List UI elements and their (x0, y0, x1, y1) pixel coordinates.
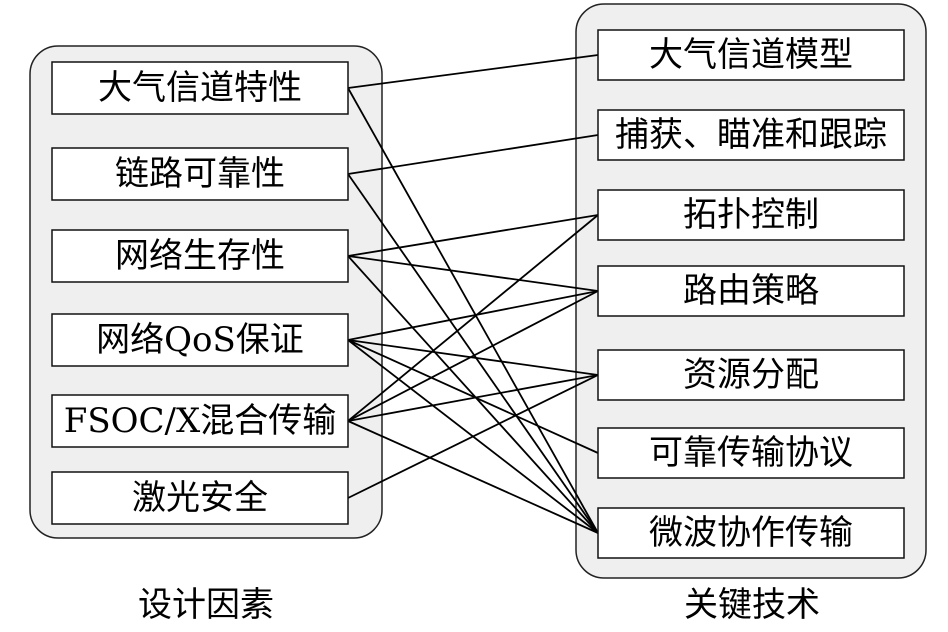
key-technology-node-label: 资源分配 (683, 355, 819, 395)
key-technology-node: 微波协作传输 (597, 507, 905, 559)
key-technology-node-label: 拓扑控制 (683, 195, 819, 235)
key-technology-node-box (597, 265, 905, 317)
connector-line (347, 134, 599, 175)
design-factor-node-box (51, 394, 349, 448)
key-technology-node-label: 微波协作传输 (649, 513, 853, 553)
design-factor-node-label: FSOC/X混合传输 (64, 401, 336, 441)
connector-line (347, 290, 599, 341)
key-technology-node-box (597, 349, 905, 401)
key-technology-node-box (597, 427, 905, 479)
design-factor-node: FSOC/X混合传输 (51, 394, 349, 448)
key-technology-node: 捕获、瞄准和跟踪 (597, 109, 905, 161)
key-technology-node: 大气信道模型 (597, 29, 905, 81)
connector-line (347, 339, 599, 376)
key-technology-node-label: 大气信道模型 (649, 35, 853, 75)
design-factor-node: 链路可靠性 (51, 147, 349, 201)
key-technology-node-box (597, 507, 905, 559)
key-technology-node: 资源分配 (597, 349, 905, 401)
connector-line (347, 290, 599, 422)
connector-line (347, 255, 599, 534)
design-factor-node-label: 链路可靠性 (115, 154, 285, 194)
connector-line (347, 374, 599, 422)
key-technology-node: 拓扑控制 (597, 189, 905, 241)
connector-line (347, 339, 599, 454)
design-factor-node-label: 大气信道特性 (98, 68, 302, 108)
design-factor-node-box (51, 313, 349, 367)
design-factor-node: 网络QoS保证 (51, 313, 349, 367)
key-technologies-caption: 关键技术 (684, 585, 820, 625)
design-factor-node: 大气信道特性 (51, 61, 349, 115)
design-factors-group (29, 45, 383, 539)
design-factor-node: 激光安全 (51, 471, 349, 525)
connector-line (347, 214, 599, 422)
key-technology-node-label: 路由策略 (683, 271, 819, 311)
design-factor-node-box (51, 147, 349, 201)
connector-line (347, 374, 599, 499)
connector-line (347, 54, 599, 89)
key-technology-node-box (597, 109, 905, 161)
connector-line (347, 214, 599, 257)
connector-line (347, 87, 599, 534)
design-factor-node-label: 激光安全 (132, 478, 268, 518)
connector-line (347, 420, 599, 534)
links (347, 54, 599, 534)
design-factor-node-label: 网络QoS保证 (96, 320, 304, 360)
key-technology-node-label: 可靠传输协议 (649, 433, 853, 473)
design-factor-node-box (51, 61, 349, 115)
key-technology-node-box (597, 189, 905, 241)
key-technology-node-label: 捕获、瞄准和跟踪 (615, 115, 887, 155)
design-factor-node-label: 网络生存性 (115, 236, 285, 276)
key-technology-node-box (597, 29, 905, 81)
design-factor-node: 网络生存性 (51, 229, 349, 283)
design-factor-node-box (51, 229, 349, 283)
design-factors-caption: 设计因素 (138, 585, 274, 625)
connector-line (347, 173, 599, 534)
key-technology-node: 可靠传输协议 (597, 427, 905, 479)
connector-line (347, 255, 599, 292)
design-factor-node-box (51, 471, 349, 525)
key-technology-node: 路由策略 (597, 265, 905, 317)
